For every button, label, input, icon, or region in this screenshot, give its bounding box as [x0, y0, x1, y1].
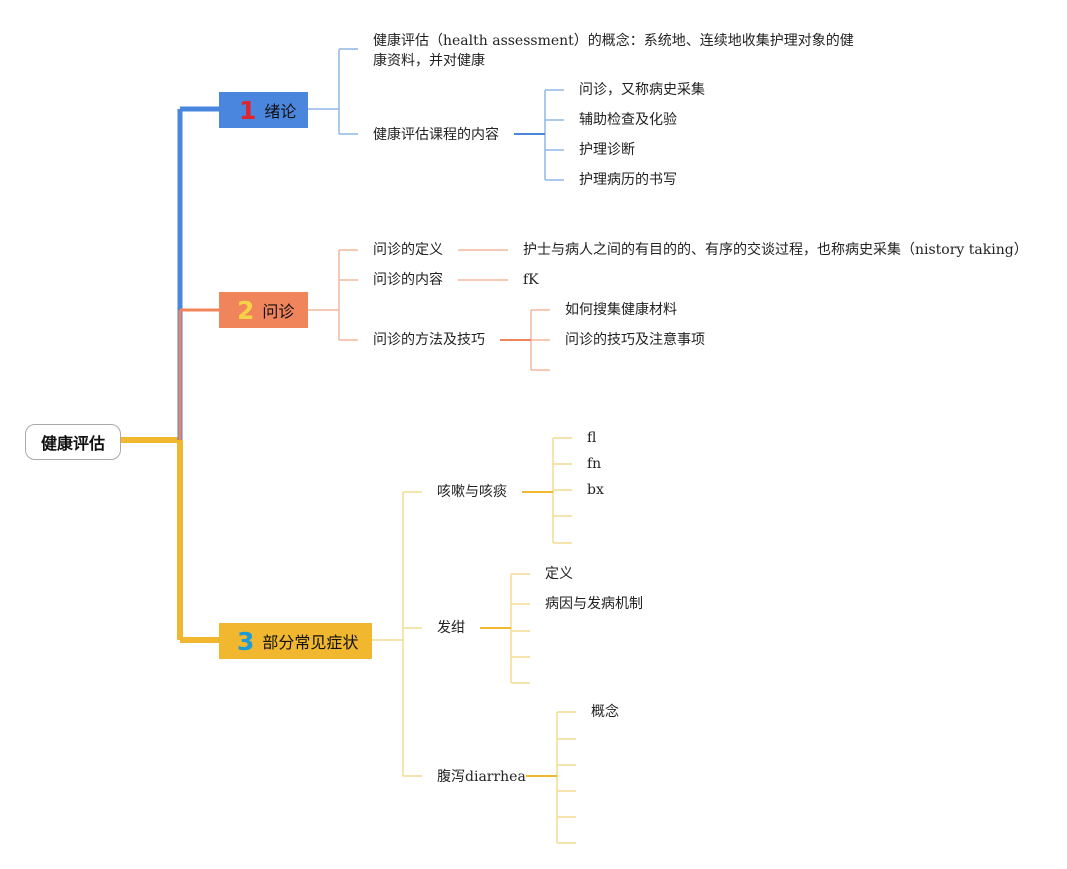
inquiry-definition-text[interactable]: 护士与病人之间的有目的的、有序的交谈过程，也称病史采集（nistory taki… — [523, 242, 1028, 258]
cough-item-2[interactable]: fn — [587, 456, 602, 472]
course-item-4[interactable]: 护理病历的书写 — [579, 172, 677, 188]
concept-node[interactable]: 健康评估（health assessment）的概念：系统地、连续地收集护理对象… — [373, 33, 854, 69]
inquiry-definition-node[interactable]: 问诊的定义 — [373, 242, 443, 258]
diarrhea-item-1[interactable]: 概念 — [591, 704, 619, 720]
root-label: 健康评估 — [40, 434, 105, 453]
inquiry-method-node[interactable]: 问诊的方法及技巧 — [373, 332, 485, 348]
topic-1-label: 绪论 — [264, 102, 297, 121]
topic-3-number: 3 — [237, 626, 255, 656]
topic-2-number: 2 — [237, 295, 255, 325]
method-item-2[interactable]: 问诊的技巧及注意事项 — [565, 332, 705, 348]
inquiry-content-node[interactable]: 问诊的内容 — [373, 272, 443, 288]
inquiry-content-text[interactable]: fK — [523, 272, 539, 288]
cough-item-3[interactable]: bx — [587, 482, 604, 498]
cyanosis-node[interactable]: 发绀 — [437, 620, 465, 636]
topic-3-label: 部分常见症状 — [262, 633, 359, 652]
root-node[interactable]: 健康评估 — [25, 424, 121, 460]
topic-1-number: 1 — [239, 95, 257, 125]
cough-node[interactable]: 咳嗽与咳痰 — [437, 484, 507, 500]
method-item-1[interactable]: 如何搜集健康材料 — [565, 302, 677, 318]
topic-2-label: 问诊 — [262, 302, 295, 321]
course-item-3[interactable]: 护理诊断 — [579, 142, 635, 158]
course-content-node[interactable]: 健康评估课程的内容 — [373, 127, 499, 143]
topic-1-intro[interactable]: 1 绪论 — [219, 92, 308, 128]
course-item-1[interactable]: 问诊，又称病史采集 — [579, 82, 705, 98]
topic-2-inquiry[interactable]: 2 问诊 — [219, 292, 308, 328]
course-item-2[interactable]: 辅助检查及化验 — [579, 112, 677, 128]
cough-item-1[interactable]: fl — [587, 430, 597, 446]
cyanosis-item-1[interactable]: 定义 — [545, 566, 573, 582]
topic-3-symptoms[interactable]: 3 部分常见症状 — [219, 623, 372, 659]
cyanosis-item-2[interactable]: 病因与发病机制 — [545, 596, 643, 612]
diarrhea-node[interactable]: 腹泻diarrhea — [437, 769, 526, 785]
